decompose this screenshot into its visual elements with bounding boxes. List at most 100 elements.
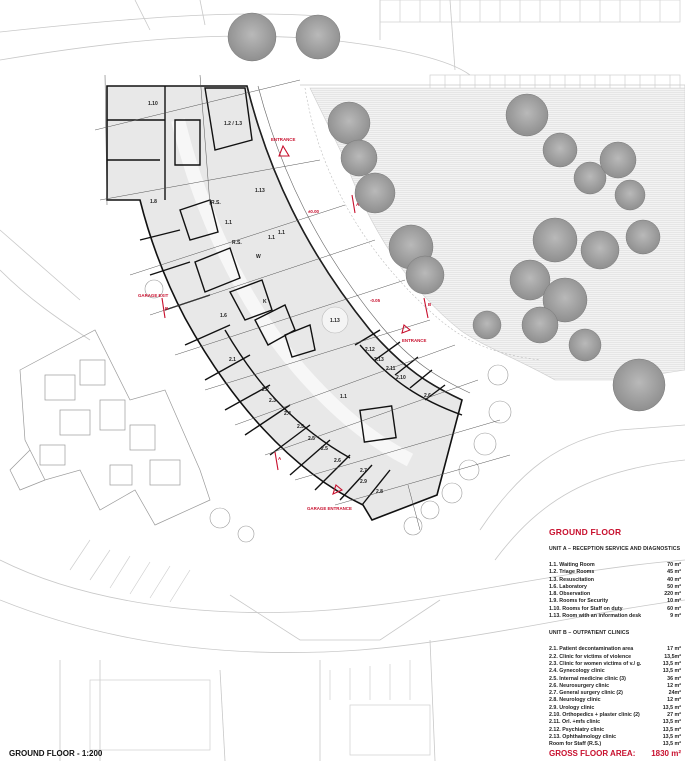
room-label: 2.5 (308, 436, 315, 442)
room-label: 1.1 (268, 235, 275, 241)
room-label: W (256, 254, 261, 260)
garage-exit-label: GARAGE EXIT (138, 293, 169, 298)
room-label: R.S. (232, 240, 242, 246)
section-label: B (428, 302, 431, 307)
room-area: 13,5 m² (662, 726, 681, 733)
room-area: 10 m² (667, 598, 681, 605)
room-name: 1.2. Triage Rooms (549, 569, 595, 576)
park-path (304, 87, 541, 361)
drawing-caption: GROUND FLOOR - 1:200 (9, 749, 103, 758)
room-label: 2.11 (386, 366, 396, 372)
room-label: 1.13 (255, 188, 265, 194)
room-name: 1.3. Resuscitation (549, 576, 595, 583)
level-label: -0.05 (370, 298, 381, 303)
atrium-circle (321, 306, 349, 334)
room-name: 2.1. Patient decontamination area (549, 646, 634, 653)
room-row: 1.10. Rooms for Staff on duty 60 m² (549, 606, 681, 613)
room-row: Room for Staff (R.S.)13,5 m² (549, 741, 681, 748)
room-row: 1.2. Triage Rooms 45 m² (549, 569, 681, 576)
existing-building (9, 329, 211, 526)
room-labels: 1.10 1.2 / 1.3 1.8 1.13 R.S. R.S. 1.1 1.… (148, 101, 431, 495)
room-area: 13,5 m² (662, 668, 681, 675)
room-area: 12 m² (667, 697, 681, 704)
room-area: 13,5 m² (662, 733, 681, 740)
unit-a-title: UNIT A – RECEPTION SERVICE AND DIAGNOSTI… (549, 546, 681, 552)
room-row: 2.1. Patient decontamination area 17 m² (549, 646, 681, 653)
section-label: B (165, 306, 168, 311)
structural-grid (94, 74, 511, 531)
room-name: 2.3. Clinic for women victims of v./ g. (549, 660, 642, 667)
room-area: 50 m² (667, 583, 681, 590)
room-label: 2.13 (374, 357, 384, 363)
room-name: 1.9. Rooms for Security (549, 598, 609, 605)
room-row: 1.3. Resuscitation 40 m² (549, 577, 681, 584)
room-label: 2.10 (396, 375, 406, 381)
room-label: R.S. (211, 200, 221, 206)
room-area: 17 m² (667, 646, 681, 653)
room-label: 2.6 (334, 458, 341, 464)
section-label: A (278, 456, 282, 461)
room-name: 2.7. General surgery clinic (2) (549, 690, 623, 697)
room-name: 1.13. Room with an information desk (549, 613, 642, 620)
room-label: K (263, 299, 267, 305)
gross-floor-area: GROSS FLOOR AREA: 1830 m² (549, 749, 681, 758)
room-name: 1.6. Laboratory (549, 583, 587, 590)
room-name: 2.5. Internal medicine clinic (3) (549, 675, 626, 682)
room-label: 1.1 (278, 230, 285, 236)
room-label: 2.1 (229, 357, 236, 363)
curved-facade (246, 85, 463, 401)
room-name: 2.10. Orthopedics + plaster clinic (2) (549, 712, 640, 719)
room-area: 40 m² (667, 576, 681, 583)
gross-label: GROSS FLOOR AREA: (549, 749, 636, 758)
room-row: 2.7. General surgery clinic (2) 24m² (549, 690, 681, 697)
room-area: 60 m² (667, 605, 681, 612)
room-row: 2.10. Orthopedics + plaster clinic (2)27… (549, 712, 681, 719)
room-label: 1.6 (220, 313, 227, 319)
room-name: 2.2. Clinic for victims of violence (549, 653, 632, 660)
parking-bottom (69, 539, 431, 756)
section-label: A (356, 202, 360, 207)
room-row: 1.6. Laboratory 50 m² (549, 584, 681, 591)
room-label: 1.13 (330, 318, 340, 324)
room-row: 2.4. Gynecology clinic 13,5 m² (549, 668, 681, 675)
room-name: 1.10. Rooms for Staff on duty (549, 605, 623, 612)
room-row: 2.5. Internal medicine clinic (3) 36 m² (549, 676, 681, 683)
room-area: 36 m² (667, 675, 681, 682)
unit-b-title: UNIT B – OUTPATIENT CLINICS (549, 630, 630, 637)
room-area: 24m² (668, 690, 681, 697)
room-name: 2.6. Neurosurgery clinic (549, 682, 610, 689)
room-label: 1.1 (340, 394, 347, 400)
room-label: 2.9 (360, 479, 367, 485)
room-area: 45 m² (667, 569, 681, 576)
room-row: 2.3. Clinic for women victims of v./ g.1… (549, 661, 681, 668)
small-trees (144, 279, 512, 543)
room-label: 2.4 (284, 411, 291, 417)
legend-title: GROUND FLOOR (549, 527, 622, 537)
room-name: Room for Staff (R.S.) (549, 741, 602, 748)
room-label: 2.7 (360, 468, 367, 474)
room-row: 2.12. Psychiatry clinic 13,5 m² (549, 727, 681, 734)
room-area: 70 m² (667, 562, 681, 568)
room-label: 1.2 / 1.3 (224, 121, 242, 127)
room-label: 2.2 (262, 387, 269, 393)
entrance-label-top: ENTRANCE (271, 137, 295, 142)
room-row: 2.6. Neurosurgery clinic 12 m² (549, 683, 681, 690)
room-row: 1.9. Rooms for Security 10 m² (549, 598, 681, 605)
room-area: 13,5 m² (662, 719, 681, 726)
room-name: 2.12. Psychiatry clinic (549, 726, 605, 733)
garage-entrance-label: GARAGE ENTRANCE (307, 506, 352, 511)
room-name: 2.4. Gynecology clinic (549, 668, 605, 675)
level-label: ±0.00 (308, 209, 320, 214)
room-label: 2.5 (321, 446, 328, 452)
room-name: 2.11. Orl. +mfs clinic (549, 719, 601, 726)
interior-walls (107, 86, 463, 506)
room-area: 12 m² (667, 682, 681, 689)
